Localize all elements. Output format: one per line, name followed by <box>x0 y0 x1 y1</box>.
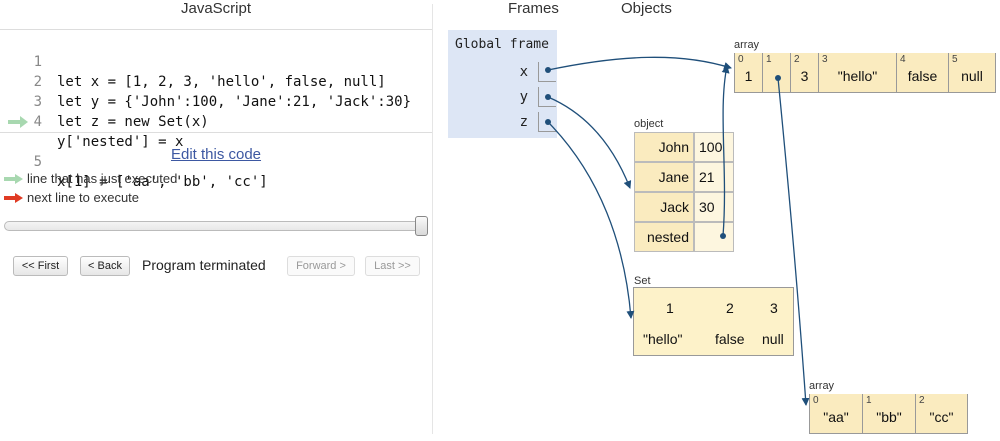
language-title: JavaScript <box>180 0 252 17</box>
array-index: 0 <box>813 395 819 406</box>
array-index: 2 <box>919 395 925 406</box>
panel-divider <box>432 4 433 434</box>
var-slot-y <box>538 87 556 107</box>
global-frame-title: Global frame <box>455 37 549 52</box>
set-item: "hello" <box>643 331 683 347</box>
var-slot-x <box>538 62 556 82</box>
array-cell: 0 1 <box>734 53 762 93</box>
object-key: nested <box>634 222 694 252</box>
array-nested-label: array <box>809 380 835 392</box>
object-y-label: object <box>634 118 664 130</box>
first-button[interactable]: << First <box>13 256 68 276</box>
pointer-y-to-object <box>547 96 632 189</box>
object-value <box>694 222 734 252</box>
pointer-index1-to-nested-array <box>777 77 810 406</box>
line-text: let z = new Set(x) <box>57 114 209 130</box>
var-slot-z <box>538 112 556 132</box>
object-key: Jack <box>634 192 694 222</box>
array-value: 3 <box>800 68 809 84</box>
set-z-label: Set <box>634 275 651 287</box>
legend-next-label: next line to execute <box>27 190 140 205</box>
set-item: 1 <box>666 300 674 316</box>
status-text: Program terminated <box>142 257 266 273</box>
objects-heading: Objects <box>621 0 672 17</box>
object-value: 21 <box>694 162 734 192</box>
line-number: 4 <box>33 114 42 130</box>
array-index: 2 <box>794 54 800 65</box>
set-item: null <box>762 331 784 347</box>
var-name-y: y <box>519 89 528 105</box>
code-line-current: 5 x[1] = ['aa', 'bb', 'cc'] <box>0 112 432 190</box>
legend-next: next line to execute <box>4 190 139 205</box>
var-name-z: z <box>519 114 528 130</box>
code-line: 2 let y = {'John':100, 'Jane':21, 'Jack'… <box>0 52 432 110</box>
global-frame: Global frame x y z <box>448 30 557 138</box>
array-value: false <box>907 68 938 84</box>
code-line: 1 let x = [1, 2, 3, 'hello', false, null… <box>0 32 432 90</box>
array-index: 0 <box>738 54 744 65</box>
line-text: x[1] = ['aa', 'bb', 'cc'] <box>57 174 268 190</box>
array-value: "aa" <box>823 409 849 425</box>
pointer-dot-y <box>545 94 551 100</box>
green-arrow-icon <box>4 174 23 184</box>
array-index: 4 <box>900 54 906 65</box>
object-key: John <box>634 132 694 162</box>
set-item: false <box>715 331 745 347</box>
object-value: 30 <box>694 192 734 222</box>
array-cell: 2 3 <box>790 53 818 93</box>
array-index: 1 <box>866 395 872 406</box>
pointer-z-to-set <box>547 121 635 319</box>
pointer-dot-x <box>545 67 551 73</box>
line-number: 1 <box>33 54 42 70</box>
set-z: 1 2 3 "hello" false null <box>633 287 794 356</box>
code-line: 3 let z = new Set(x) <box>0 72 432 130</box>
array-cell: 0 "aa" <box>809 394 862 434</box>
array-value: "bb" <box>876 409 902 425</box>
edit-code-link[interactable]: Edit this code <box>170 146 262 163</box>
executed-line-arrow-icon <box>8 116 28 128</box>
back-button[interactable]: < Back <box>80 256 130 276</box>
object-key: Jane <box>634 162 694 192</box>
code-line: 4 y['nested'] = x <box>0 92 432 150</box>
forward-button[interactable]: Forward > <box>287 256 355 276</box>
legend-executed: line that has just executed <box>4 171 177 186</box>
line-number: 3 <box>33 94 42 110</box>
array-cell: 1 "bb" <box>862 394 915 434</box>
set-item: 2 <box>726 300 734 316</box>
line-text: let x = [1, 2, 3, 'hello', false, null] <box>57 74 386 90</box>
line-number: 5 <box>33 154 42 170</box>
line-number: 2 <box>33 74 42 90</box>
array-cell: 3 "hello" <box>818 53 896 93</box>
array-index: 1 <box>766 54 772 65</box>
frames-heading: Frames <box>508 0 559 17</box>
array-index: 3 <box>822 54 828 65</box>
object-value: 100 <box>694 132 734 162</box>
step-slider-handle[interactable] <box>415 216 428 236</box>
var-name-x: x <box>519 64 528 80</box>
red-arrow-icon <box>4 193 23 203</box>
array-index: 5 <box>952 54 958 65</box>
array-value: "hello" <box>837 68 878 84</box>
set-item: 3 <box>770 300 778 316</box>
pointer-dot-z <box>545 119 551 125</box>
last-button[interactable]: Last >> <box>365 256 420 276</box>
pointer-dot-index1 <box>775 75 781 81</box>
array-x-label: array <box>734 39 760 51</box>
array-cell: 1 <box>762 53 790 93</box>
pointer-dot-nested <box>720 233 726 239</box>
legend-executed-label: line that has just executed <box>27 171 178 186</box>
array-value: null <box>961 68 983 84</box>
pointer-nested-to-array <box>721 65 730 237</box>
line-text: let y = {'John':100, 'Jane':21, 'Jack':3… <box>57 94 412 110</box>
pointer-x-to-array <box>547 56 732 71</box>
array-cell: 2 "cc" <box>915 394 968 434</box>
code-listing: 1 let x = [1, 2, 3, 'hello', false, null… <box>0 29 432 190</box>
array-value: 1 <box>744 68 753 84</box>
line-text: y['nested'] = x <box>57 134 184 150</box>
array-cell: 4 false <box>896 53 948 93</box>
array-cell: 5 null <box>948 53 996 93</box>
array-value: "cc" <box>929 409 954 425</box>
